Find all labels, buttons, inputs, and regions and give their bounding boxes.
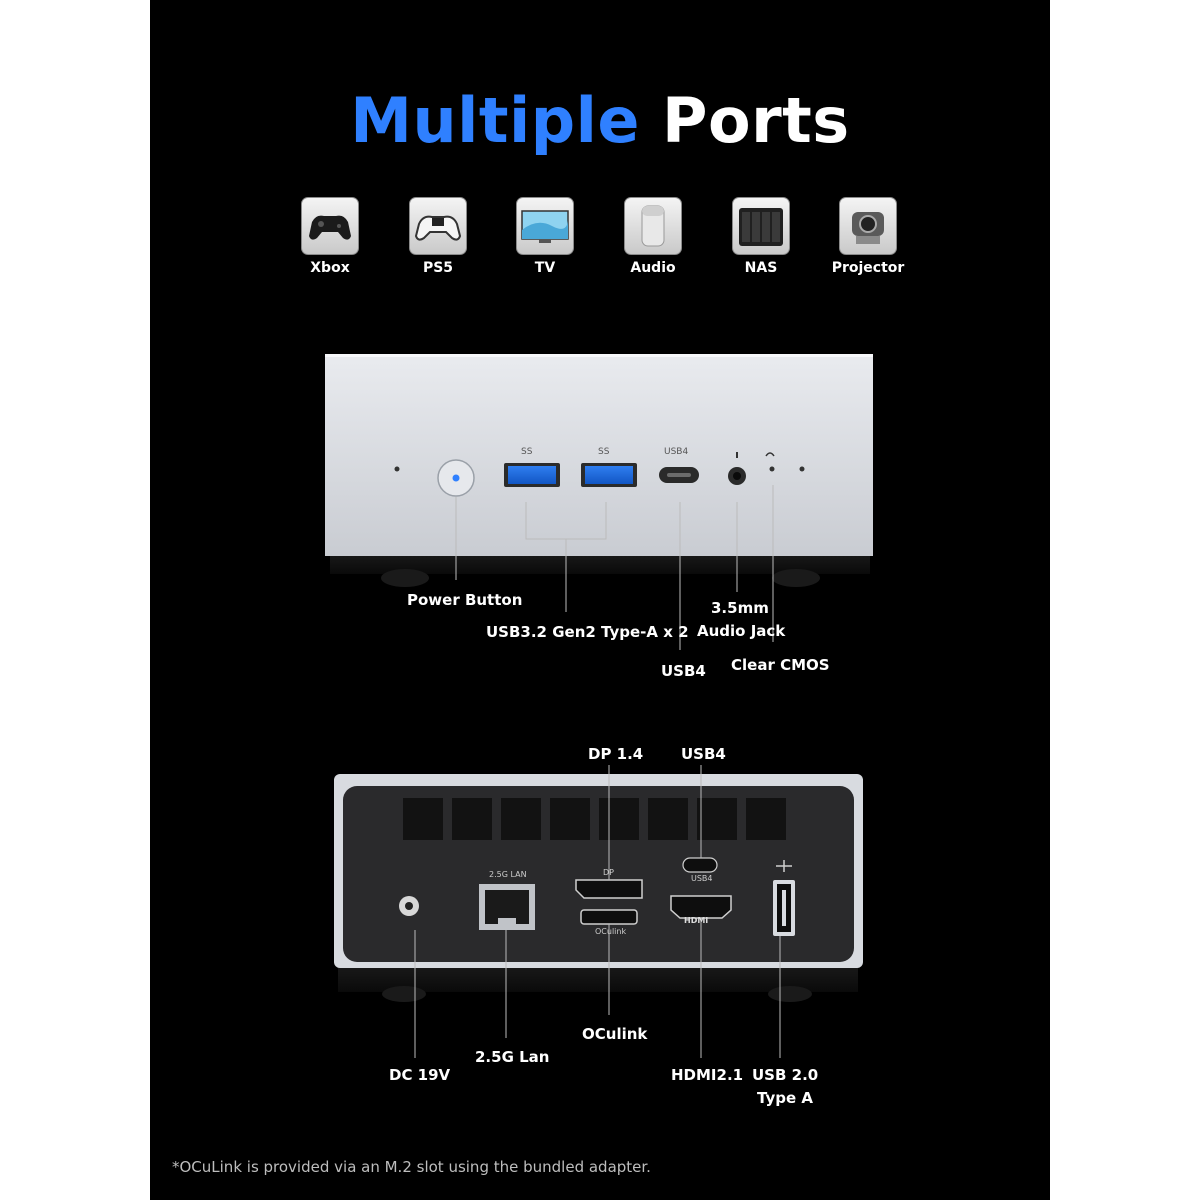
lan-mark: 2.5G LAN — [489, 870, 527, 879]
usb2-label-line1: USB 2.0 — [752, 1066, 819, 1084]
usb32-label: USB3.2 Gen2 Type-A x 2 — [486, 623, 689, 641]
device-label: PS5 — [422, 260, 454, 276]
ps5-controller-icon — [409, 197, 467, 255]
dc-label: DC 19V — [389, 1066, 451, 1084]
oculink-mark: OCulink — [595, 927, 627, 936]
device-label: Xbox — [310, 260, 350, 276]
usb4-front-label: USB4 — [661, 662, 706, 680]
hdmi-label: HDMI2.1 — [671, 1066, 744, 1084]
device-tv: TV — [516, 197, 574, 276]
title-accent: Multiple — [350, 84, 640, 157]
device-projector: Projector — [832, 197, 904, 276]
usb4-rear-mark: USB4 — [691, 874, 713, 883]
nas-icon — [732, 197, 790, 255]
usb3-b-mark: SS — [598, 447, 610, 457]
device-ps5: PS5 — [409, 197, 467, 276]
device-xbox: Xbox — [301, 197, 359, 276]
usb4-front-mark: USB4 — [664, 447, 689, 457]
lan-label: 2.5G Lan — [475, 1048, 550, 1066]
hdmi-mark: HDMI — [684, 916, 709, 925]
device-label: NAS — [744, 260, 778, 276]
speaker-icon — [624, 197, 682, 255]
audio-jack-label-line2: Audio Jack — [697, 622, 786, 640]
dp-mark: DP — [603, 868, 614, 877]
device-nas: NAS — [732, 197, 790, 276]
device-label: TV — [534, 260, 556, 276]
xbox-controller-icon — [301, 197, 359, 255]
page-title: Multiple Ports — [0, 84, 1200, 157]
usb2-label-line2: Type A — [757, 1089, 813, 1107]
usb3-a-mark: SS — [521, 447, 533, 457]
device-audio: Audio — [624, 197, 682, 276]
footnote: *OCuLink is provided via an M.2 slot usi… — [172, 1158, 651, 1176]
oculink-label: OCulink — [582, 1025, 648, 1043]
power-button-label: Power Button — [407, 591, 523, 609]
usb4-rear-label: USB4 — [681, 745, 726, 763]
projector-icon — [839, 197, 897, 255]
dp-label: DP 1.4 — [588, 745, 644, 763]
black-background-panel — [150, 0, 1050, 1200]
tv-icon — [516, 197, 574, 255]
clear-cmos-label: Clear CMOS — [731, 656, 830, 674]
title-rest: Ports — [662, 84, 850, 157]
device-label: Projector — [831, 260, 905, 276]
audio-jack-label-line1: 3.5mm — [711, 599, 769, 617]
device-label: Audio — [630, 260, 676, 276]
